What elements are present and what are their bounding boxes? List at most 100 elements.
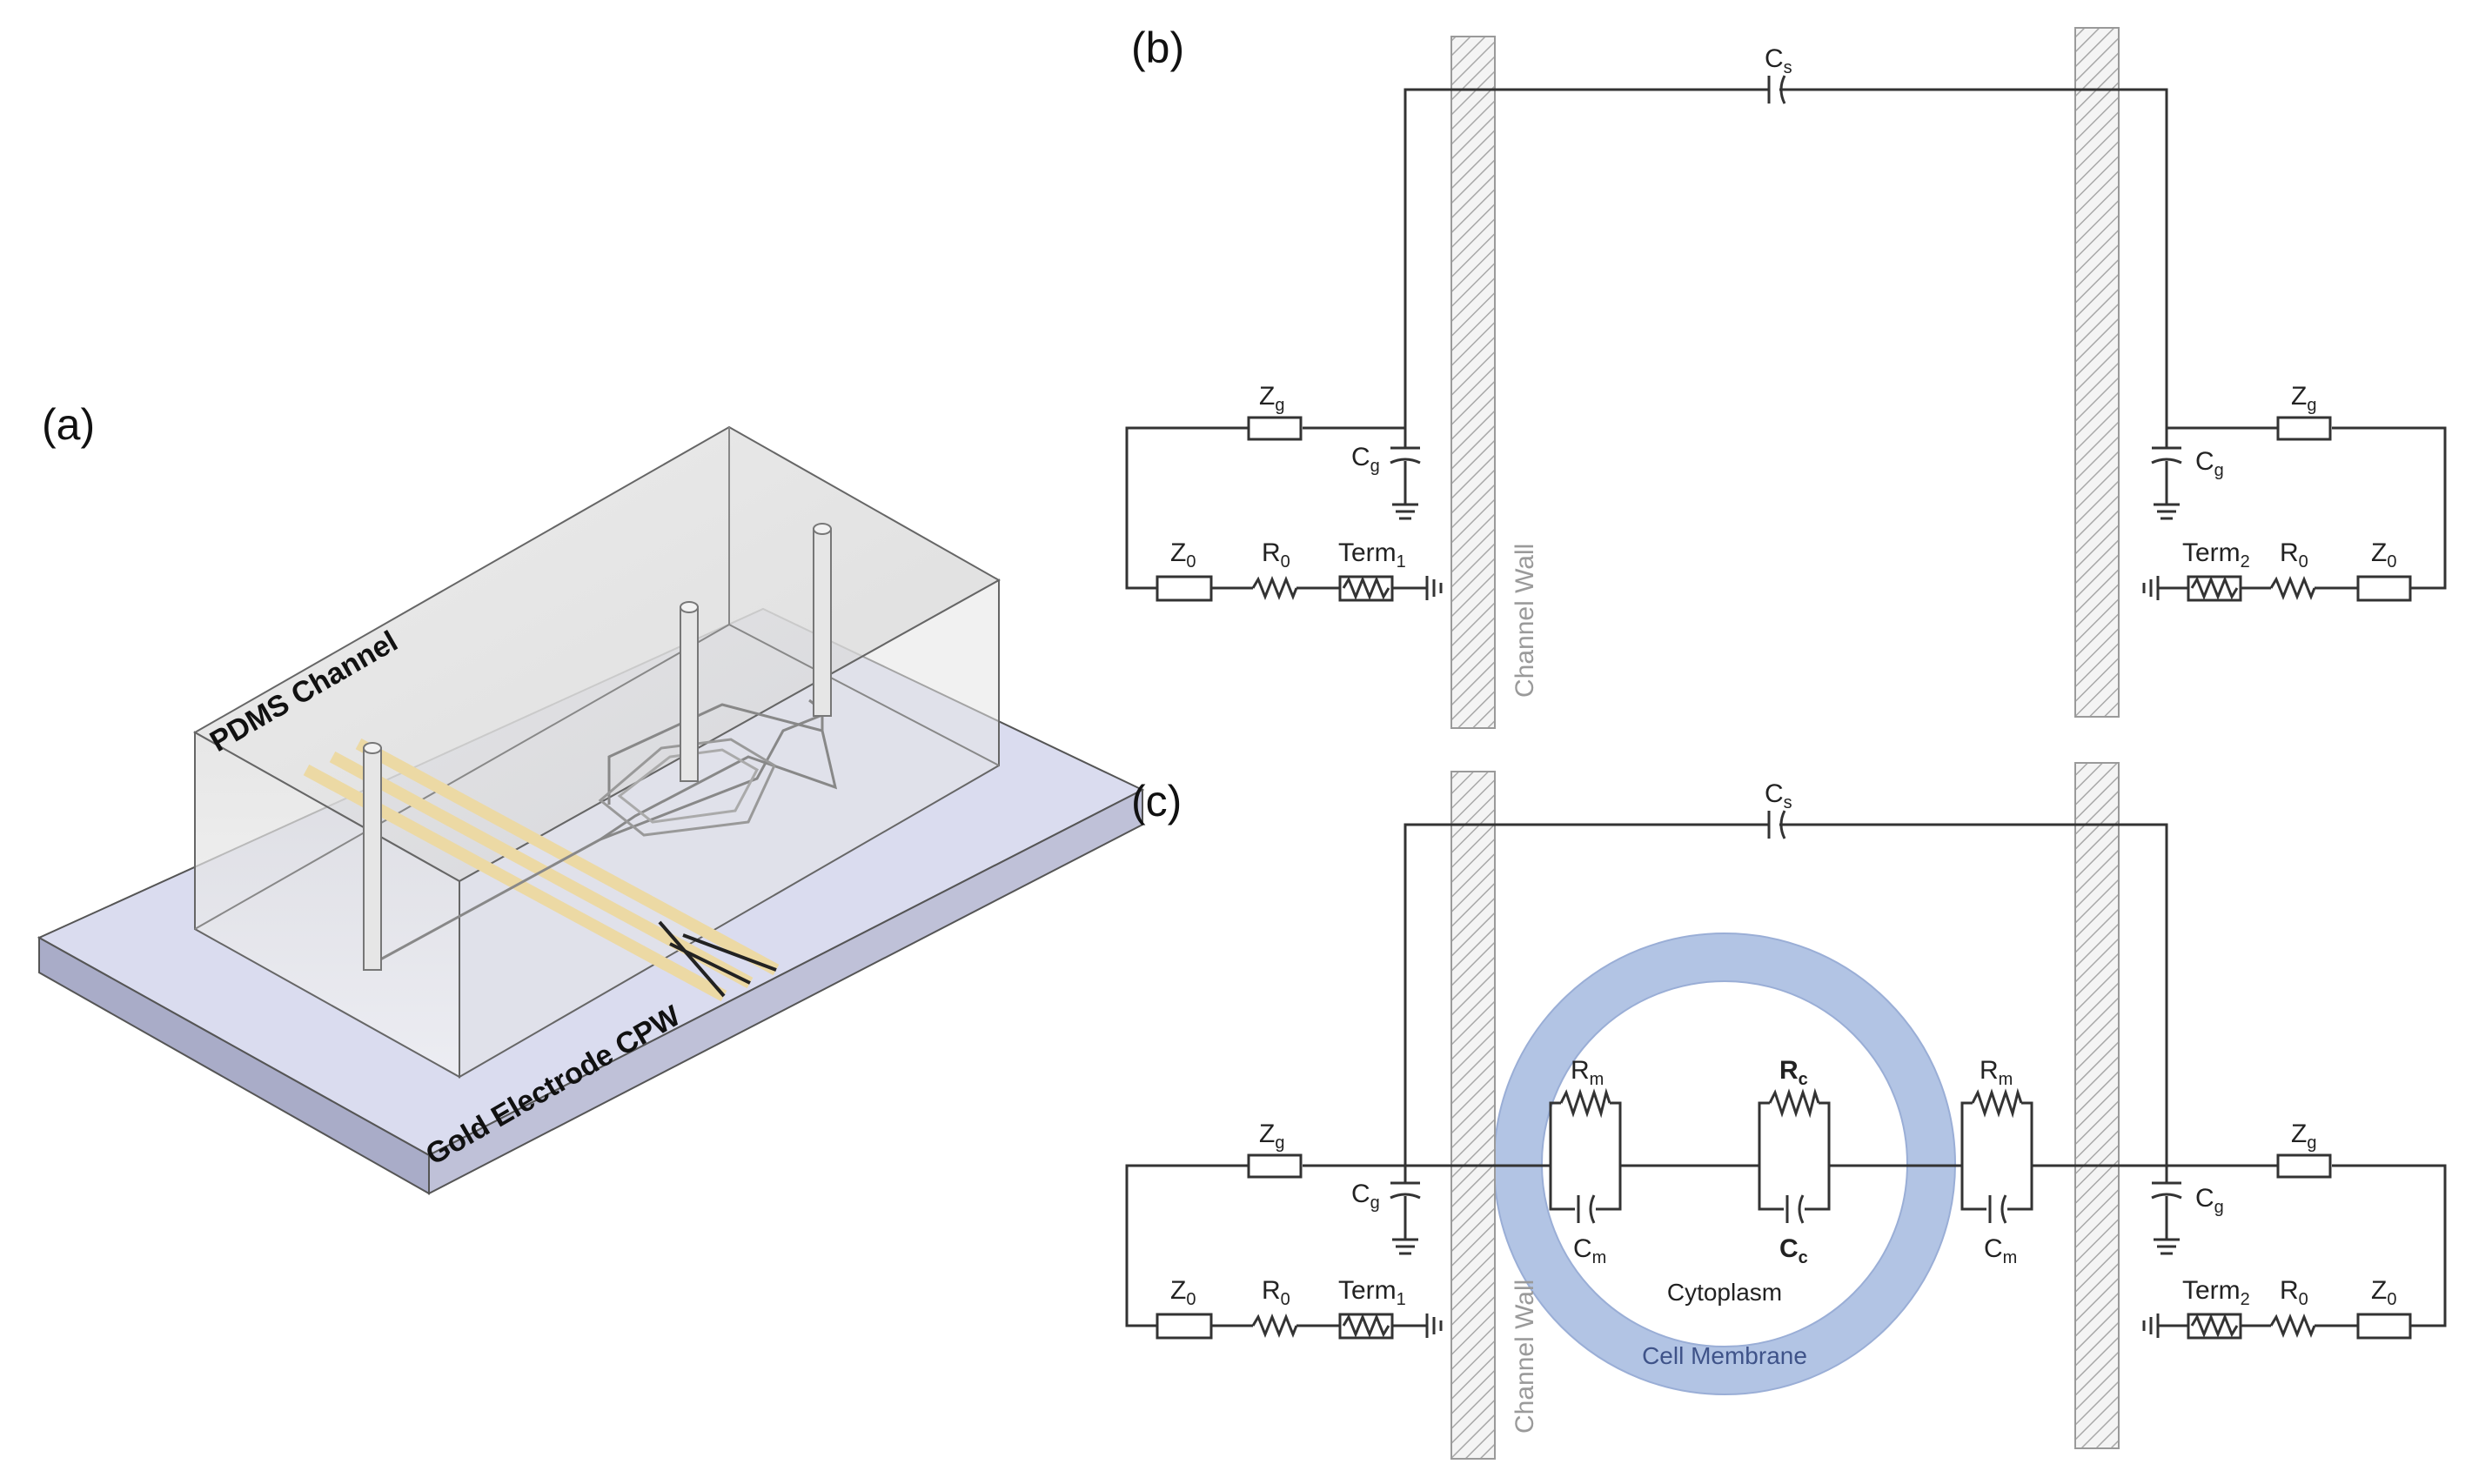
cm-left-plate (1589, 1194, 1596, 1224)
term2-zigzag (2190, 1313, 2239, 1339)
z0-right-label: Z0 (2371, 538, 2396, 572)
cm-right-label: Cm (1984, 1234, 2017, 1267)
z0-right-resistor (2356, 1313, 2412, 1340)
zg-right-label: Zg (2291, 1120, 2316, 1153)
channel-wall-label: Channel Wall (1511, 544, 1539, 698)
ground-icon (1425, 1314, 1443, 1338)
ground-icon (2142, 1314, 2160, 1338)
cm-right-plate (2000, 1194, 2007, 1224)
term2-zigzag (2190, 575, 2239, 601)
tube-top (363, 742, 382, 754)
rm-cm-left-frame (1549, 1101, 1622, 1211)
channel-wall-right (2074, 762, 2120, 1449)
r0-right-zigzag (2269, 1313, 2316, 1339)
electrode-edge (658, 920, 726, 998)
rm-cm-right-frame (1960, 1101, 2033, 1211)
rm-left-zigzag (1559, 1087, 1611, 1119)
substrate-right (428, 788, 1143, 1195)
z0-left-resistor (1156, 1313, 1213, 1340)
ground-icon (1425, 576, 1443, 600)
cg-left-label: Cg (1351, 443, 1380, 476)
cg-left-label: Cg (1351, 1180, 1380, 1213)
channel-wall-right (2074, 27, 2120, 718)
ground-icon (2154, 1238, 2180, 1255)
rm-right-label: Rm (1980, 1056, 2013, 1089)
cs-label: Cs (1765, 779, 1792, 812)
left-loop-wire (1125, 426, 1427, 590)
z0-left-label: Z0 (1170, 538, 1196, 572)
rc-zigzag (1768, 1087, 1820, 1119)
cytoplasm (1541, 980, 1908, 1347)
cg-right-plate (2151, 1193, 2182, 1200)
tube-top (813, 523, 832, 535)
cs-wire (1403, 88, 2168, 433)
z0-left-label: Z0 (1170, 1276, 1196, 1309)
zg-right-label: Zg (2291, 382, 2316, 415)
cc-plate (1798, 1194, 1805, 1224)
cg-right-plate (2151, 458, 2182, 465)
ground-icon (1392, 1238, 1418, 1255)
r0-left-label: R0 (1262, 1276, 1290, 1309)
channel-loop (598, 738, 776, 837)
cs-wire (1403, 823, 2168, 1170)
r0-left-zigzag (1251, 575, 1298, 601)
tube (813, 528, 832, 717)
zg-left-resistor (1247, 416, 1303, 441)
term1-label: Term1 (1338, 1276, 1406, 1309)
term1-zigzag (1342, 575, 1390, 601)
rm-right-zigzag (1971, 1087, 2023, 1119)
rm-left-label: Rm (1571, 1056, 1604, 1089)
r0-right-label: R0 (2280, 538, 2308, 572)
left-loop-wire (1125, 1164, 1427, 1327)
cm-left-label: Cm (1573, 1234, 1606, 1267)
cs-plate (1779, 75, 1786, 104)
term2-label: Term2 (2182, 538, 2250, 572)
channel-wall-label: Channel Wall (1511, 1280, 1539, 1434)
panel-b: (b) Channel Wall Cs Zg Cg Z0 R0 Term1 (1125, 23, 2447, 729)
cc-label: Cc (1779, 1234, 1808, 1267)
cg-right-label: Cg (2195, 447, 2224, 480)
tubes (363, 523, 832, 971)
term2-label: Term2 (2182, 1276, 2250, 1309)
channel-loop-inner (617, 748, 760, 824)
ground-icon (2154, 503, 2180, 520)
tube (680, 606, 699, 782)
term1-zigzag (1342, 1313, 1390, 1339)
ground-icon (1392, 503, 1418, 520)
rc-label: Rc (1779, 1056, 1808, 1089)
zg-right-resistor (2276, 416, 2332, 441)
r0-left-label: R0 (1262, 538, 1290, 572)
channel-path (372, 703, 838, 966)
cs-plate (1779, 810, 1786, 839)
electrode-edge (669, 942, 751, 985)
cytoplasm-label: Cytoplasm (1667, 1279, 1782, 1306)
panel-c-label: (c) (1131, 777, 1182, 826)
r0-right-zigzag (2269, 575, 2316, 601)
term1-label: Term1 (1338, 538, 1406, 572)
panel-c: (c) Cytoplasm Cell Membrane Channel Wall… (1125, 762, 2447, 1460)
right-loop-wire (2158, 426, 2447, 590)
z0-right-resistor (2356, 575, 2412, 602)
channel-wall-left (1450, 36, 1496, 729)
zg-left-label: Zg (1259, 1120, 1284, 1153)
cell-membrane-label: Cell Membrane (1642, 1342, 1807, 1369)
cg-left-plate (1390, 458, 1421, 465)
zg-left-label: Zg (1259, 382, 1284, 415)
ground-icon (2142, 576, 2160, 600)
z0-left-resistor (1156, 575, 1213, 602)
panel-a: (a) (37, 400, 1145, 1195)
cg-right-label: Cg (2195, 1184, 2224, 1217)
r0-left-zigzag (1251, 1313, 1298, 1339)
right-loop-wire (2158, 1164, 2447, 1327)
panel-b-label: (b) (1131, 23, 1184, 72)
z0-right-label: Z0 (2371, 1276, 2396, 1309)
electrode-edge (682, 933, 777, 972)
tube-top (680, 601, 699, 613)
zg-left-resistor (1247, 1153, 1303, 1179)
cg-left-plate (1390, 1193, 1421, 1200)
panel-a-label: (a) (42, 400, 95, 449)
rc-cc-frame (1758, 1101, 1831, 1211)
cs-label: Cs (1765, 44, 1792, 77)
zg-right-resistor (2276, 1153, 2332, 1179)
